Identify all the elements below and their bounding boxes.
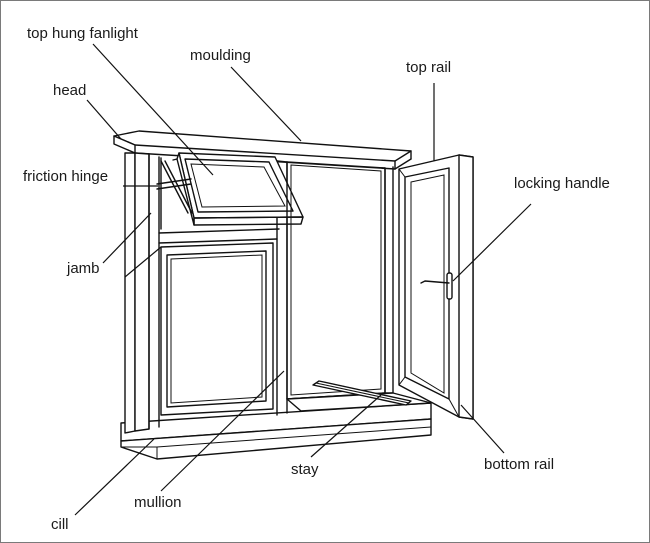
leader-jamb-2 xyxy=(124,246,162,278)
left-jamb-shape xyxy=(124,152,150,434)
fixed-lower-pane xyxy=(160,242,274,416)
casement-sash xyxy=(398,154,474,420)
leader-head xyxy=(86,99,122,140)
leader-lines xyxy=(74,43,532,516)
leader-jamb xyxy=(102,212,152,264)
fanlight-shape xyxy=(156,152,304,230)
leader-locking-handle xyxy=(452,203,532,282)
label-moulding: moulding xyxy=(190,47,251,64)
label-friction-hinge: friction hinge xyxy=(23,168,108,185)
left-frame xyxy=(148,153,280,430)
label-jamb: jamb xyxy=(66,260,100,277)
label-head: head xyxy=(53,82,86,99)
label-top-hung-fanlight: top hung fanlight xyxy=(27,25,139,42)
label-locking-handle: locking handle xyxy=(514,175,610,192)
label-bottom-rail: bottom rail xyxy=(484,456,554,473)
leader-moulding xyxy=(230,66,302,142)
label-mullion: mullion xyxy=(134,494,182,511)
leader-top-hung-fanlight xyxy=(92,43,214,176)
label-stay: stay xyxy=(291,461,319,478)
labels: top hung fanlight moulding head top rail… xyxy=(23,25,610,533)
label-top-rail: top rail xyxy=(406,59,451,76)
stay-shape xyxy=(312,380,412,406)
leader-mullion xyxy=(160,370,285,492)
leader-cill xyxy=(74,438,155,516)
leader-bottom-rail xyxy=(460,404,505,454)
label-cill: cill xyxy=(51,516,69,533)
window-illustration xyxy=(113,130,474,460)
leader-stay xyxy=(310,394,382,458)
